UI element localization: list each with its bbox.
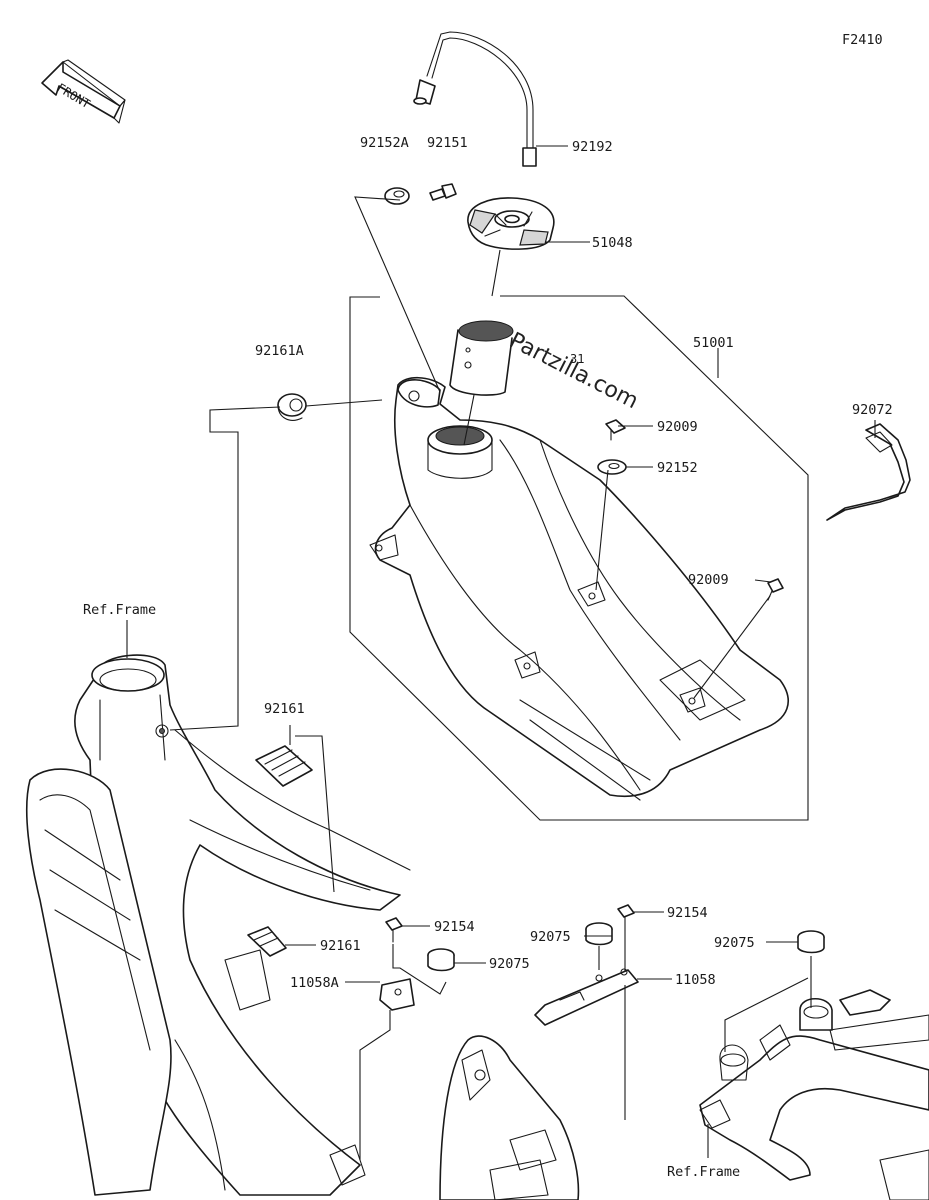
callout-92075-left: 92075: [489, 956, 530, 972]
washer-92152: [597, 459, 627, 475]
fuel-strainer: [449, 320, 514, 396]
ref-frame-bottom: Ref.Frame: [667, 1164, 740, 1180]
callout-92192: 92192: [572, 139, 613, 155]
frame-center: [439, 1035, 580, 1200]
callout-92009-upper: 92009: [657, 419, 698, 435]
bolt-92154-right: [617, 904, 635, 931]
washer-92152A: [384, 187, 410, 205]
fuel-tank: [369, 376, 789, 801]
bracket-11058: [534, 968, 639, 1026]
bolt-92009-lower: [767, 578, 784, 601]
callout-92151: 92151: [427, 135, 468, 151]
figure-code: F2410: [842, 32, 883, 48]
callout-92009-lower: 92009: [688, 572, 729, 588]
bolt-92151: [429, 183, 457, 201]
bolt-92009-upper: [605, 419, 626, 441]
callout-92161-upper: 92161: [264, 701, 305, 717]
bracket-11058A: [379, 978, 415, 1011]
watermark: Partzilla.com: [505, 328, 642, 414]
callout-11058A: 11058A: [290, 975, 339, 991]
cap-92075-right: [797, 930, 825, 954]
callout-92154-right: 92154: [667, 905, 708, 921]
fuel-cap: [467, 197, 555, 250]
frame-main: [25, 654, 411, 1196]
callout-11058: 11058: [675, 972, 716, 988]
callout-51001: 51001: [693, 335, 734, 351]
callout-92154-left: 92154: [434, 919, 475, 935]
leader-lines: [126, 145, 876, 1160]
front-arrow-icon: FRONT: [41, 59, 126, 124]
ref-frame-top: Ref.Frame: [83, 602, 156, 618]
assembly-box: [349, 295, 809, 821]
callout-92075-right: 92075: [714, 935, 755, 951]
cap-92075-left: [427, 948, 455, 972]
pad-92161-frame: [247, 926, 287, 957]
bracket-92072: [826, 423, 911, 521]
cap-92075-mid: [585, 922, 613, 946]
callout-92075-mid: 92075: [530, 929, 571, 945]
callout-92161A: 92161A: [255, 343, 304, 359]
callout-92152: 92152: [657, 460, 698, 476]
grommet-92161A: [277, 393, 307, 421]
callout-51048: 51048: [592, 235, 633, 251]
frame-right: [699, 989, 929, 1200]
pad-92161: [255, 745, 313, 787]
callout-92072: 92072: [852, 402, 893, 418]
bolt-92154-left: [385, 917, 403, 943]
breather-hose: [413, 31, 537, 167]
callout-92152A: 92152A: [360, 135, 409, 151]
callout-31: 31: [570, 352, 584, 366]
callout-92161-lower: 92161: [320, 938, 361, 954]
